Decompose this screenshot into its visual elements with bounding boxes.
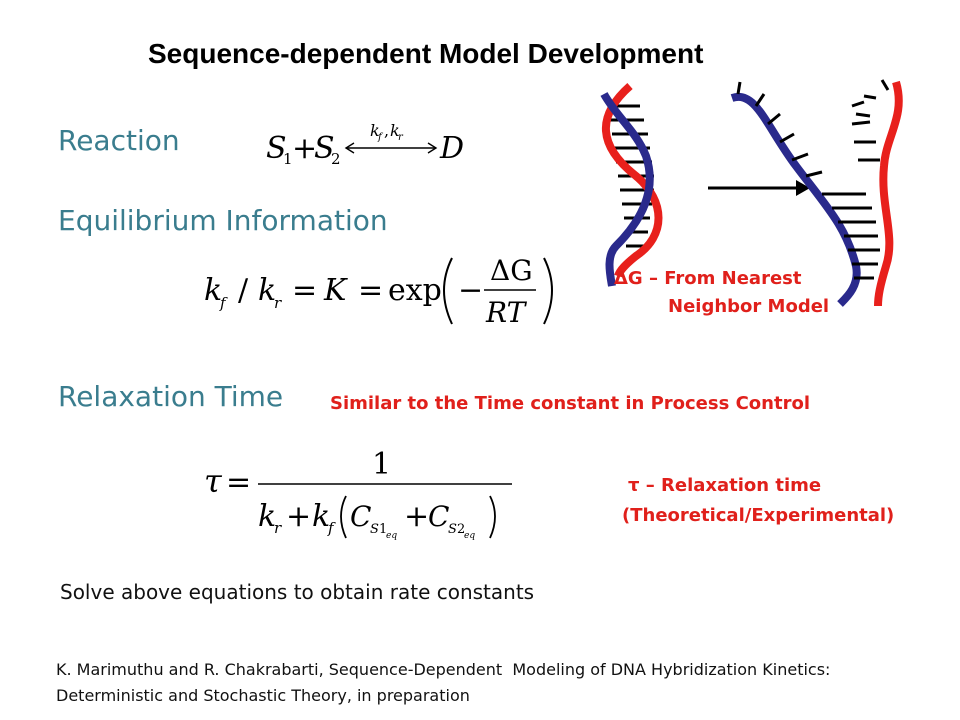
svg-text:k: k [204, 273, 222, 308]
svg-text:k: k [390, 121, 400, 140]
svg-text:D: D [439, 131, 464, 166]
delta-g-note-line1: ΔG – From Nearest [614, 268, 802, 289]
similar-note: Similar to the Time constant in Process … [330, 393, 810, 414]
svg-text:k: k [312, 499, 330, 534]
svg-text:S: S [314, 131, 335, 166]
svg-text:ΔG: ΔG [490, 254, 533, 287]
svg-text:=: = [292, 273, 317, 308]
equilibrium-equation: k f / k r = K = exp − ΔG RT [204, 254, 553, 329]
svg-text:f: f [327, 519, 336, 537]
svg-text:=: = [358, 273, 383, 308]
heading-equilibrium: Equilibrium Information [58, 204, 388, 237]
tau-note-line1: τ – Relaxation time [628, 475, 822, 496]
svg-text:exp: exp [388, 273, 442, 308]
svg-text:2: 2 [331, 150, 341, 168]
delta-g-note-line2: Neighbor Model [668, 296, 830, 317]
arrow-head [796, 180, 810, 196]
reference-line1: K. Marimuthu and R. Chakrabarti, Sequenc… [56, 660, 831, 679]
svg-text:eq: eq [386, 531, 397, 540]
reference-citation: K. Marimuthu and R. Chakrabarti, Sequenc… [56, 657, 936, 709]
svg-text:+: + [292, 131, 317, 166]
svg-text:1: 1 [372, 447, 391, 482]
dna-hybridization-illustration [600, 79, 903, 307]
svg-text:C: C [350, 500, 371, 533]
svg-text:S: S [266, 131, 287, 166]
right-duplex-rungs [822, 100, 880, 280]
svg-text:r: r [398, 132, 404, 143]
right-top-spikes [855, 79, 890, 118]
svg-text:k: k [258, 499, 276, 534]
solve-instruction: Solve above equations to obtain rate con… [60, 580, 535, 604]
svg-text:,: , [384, 121, 389, 140]
svg-text:/: / [238, 273, 249, 308]
svg-text:1: 1 [283, 150, 293, 168]
svg-text:τ: τ [204, 462, 223, 500]
right-red-strand [874, 80, 903, 307]
svg-text:+: + [286, 499, 311, 534]
svg-text:f: f [377, 132, 384, 143]
svg-text:r: r [274, 519, 282, 537]
right-blue-spikes [736, 81, 823, 178]
svg-text:r: r [274, 294, 282, 312]
svg-text:S: S [448, 522, 457, 537]
svg-text:eq: eq [464, 531, 475, 540]
slide-title: Sequence-dependent Model Development [148, 38, 704, 69]
left-red-strand [602, 83, 663, 278]
svg-text:1: 1 [379, 522, 387, 537]
svg-text:K: K [323, 273, 348, 308]
svg-text:k: k [258, 273, 276, 308]
svg-text:−: − [458, 273, 483, 308]
reference-line2: Deterministic and Stochastic Theory, in … [56, 686, 470, 705]
svg-text:+: + [404, 499, 429, 534]
svg-text:RT: RT [485, 296, 528, 329]
svg-text:f: f [219, 294, 228, 312]
tau-note-line2: (Theoretical/Experimental) [622, 505, 895, 526]
left-blue-strand [600, 92, 654, 287]
svg-text:C: C [428, 500, 449, 533]
heading-reaction: Reaction [58, 124, 180, 157]
heading-relaxation: Relaxation Time [58, 380, 284, 413]
svg-text:=: = [226, 465, 251, 500]
right-blue-strand [730, 92, 861, 307]
svg-text:k: k [370, 121, 380, 140]
tau-equation: τ = 1 k r + k f C S 1 eq + C S 2 eq [204, 447, 512, 540]
reaction-equation: S 1 + S 2 k f , k r D [266, 121, 464, 168]
svg-text:2: 2 [457, 522, 465, 537]
svg-text:S: S [370, 522, 379, 537]
